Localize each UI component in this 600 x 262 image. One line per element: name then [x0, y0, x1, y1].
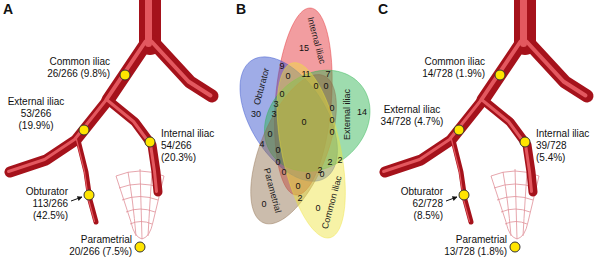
- site-label: Parametrial 20/266 (7.5%): [62, 234, 132, 258]
- region-count: 0: [323, 81, 328, 92]
- region-count: 0: [315, 203, 320, 214]
- site-label: External iliac 34/728 (4.7%): [379, 104, 445, 128]
- site-label: Obturator 113/266 (42.5%): [18, 186, 68, 222]
- region-count: 0: [267, 129, 272, 140]
- region-count: 7: [325, 69, 330, 80]
- region-count: 0: [281, 167, 286, 178]
- region-count: 0: [261, 199, 266, 210]
- region-count: 0: [285, 71, 290, 82]
- region-count: 0: [275, 145, 280, 156]
- site-label: Internal iliac 54/266 (20.3%): [161, 128, 219, 164]
- site-label: Internal iliac 39/728 (5.4%): [536, 128, 594, 164]
- region-count: 0: [279, 89, 284, 100]
- region-count: 0: [305, 171, 310, 182]
- panel-letter: C: [378, 1, 388, 17]
- region-count: 0: [329, 127, 334, 138]
- region-count: 3: [271, 109, 276, 120]
- region-count: 2: [337, 155, 342, 166]
- region-count: 0: [295, 181, 300, 192]
- panel-letter: B: [236, 1, 246, 17]
- region-count: 0: [275, 157, 280, 168]
- region-count: 14: [357, 107, 367, 118]
- region-count: 0: [329, 103, 334, 114]
- region-count: 30: [251, 109, 261, 120]
- region-count: 0: [301, 117, 306, 128]
- region-count: 4: [259, 139, 264, 150]
- region-count: 0: [313, 81, 318, 92]
- panel-letter: A: [3, 1, 13, 17]
- region-count: 9: [279, 61, 284, 72]
- set-name: External iliac: [343, 88, 354, 139]
- ellipse-shape: [275, 60, 348, 240]
- region-count: 0: [329, 115, 334, 126]
- site-label: Common iliac 26/266 (9.8%): [38, 56, 110, 80]
- ellipse-outline: [277, 63, 345, 238]
- site-label: Parametrial 13/728 (1.8%): [437, 234, 507, 258]
- site-label: Common iliac 14/728 (1.9%): [413, 56, 485, 80]
- region-count: 3: [273, 99, 278, 110]
- venn-ellipse: Common iliac: [275, 60, 348, 240]
- region-count: 2: [317, 165, 322, 176]
- region-count: 15: [299, 43, 309, 54]
- site-label: External iliac 53/266 (19.9%): [6, 96, 66, 132]
- region-count: 1: [305, 69, 310, 80]
- region-count: 2: [327, 157, 332, 168]
- site-label: Obturator 62/728 (8.5%): [393, 186, 443, 222]
- region-count: 2: [297, 193, 302, 204]
